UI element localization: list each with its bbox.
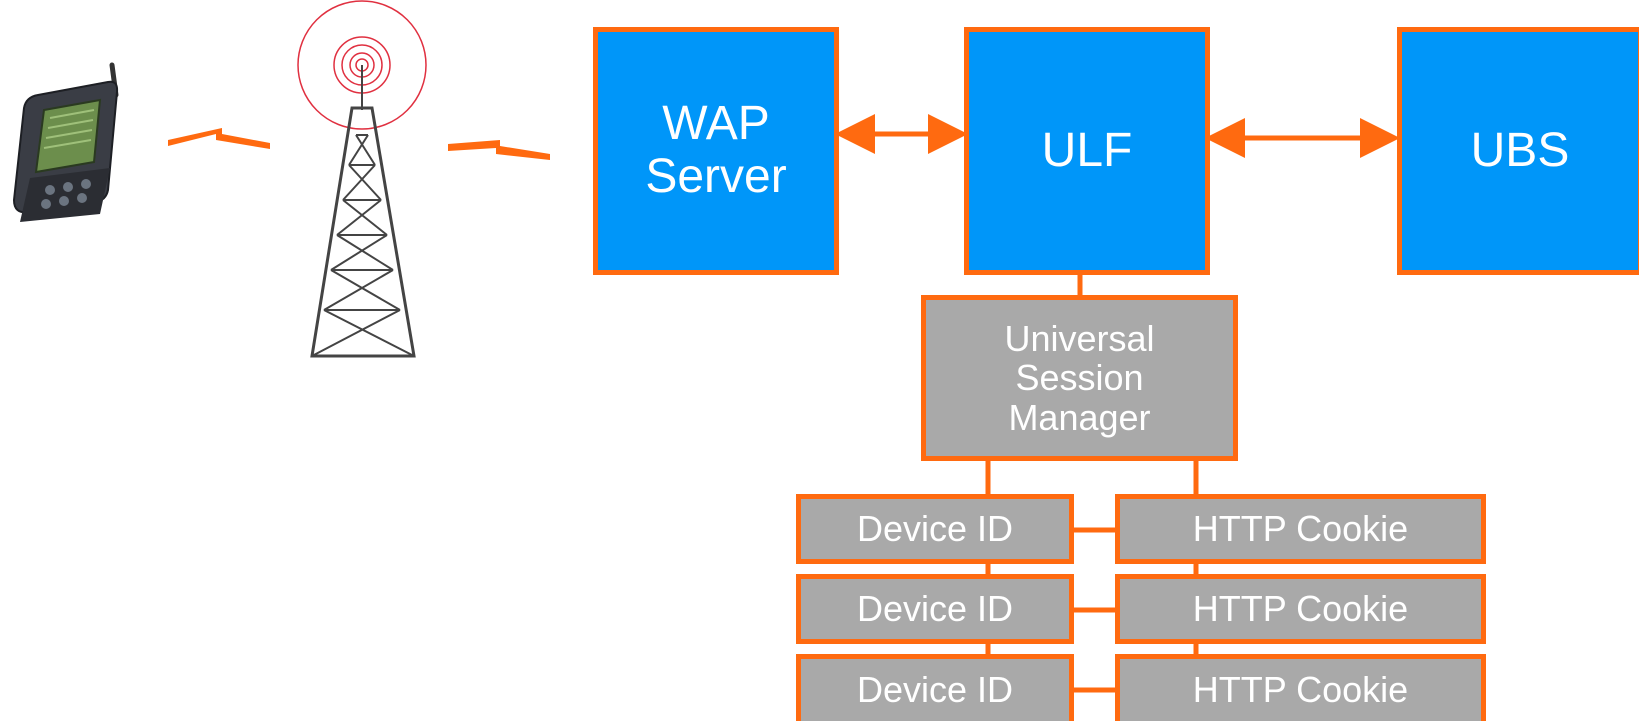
ulf-label: ULF: [1041, 123, 1133, 177]
session-manager-line1: Universal: [1004, 317, 1155, 359]
device-id-box: Device ID: [796, 494, 1074, 564]
session-manager-line3: Manager: [1008, 396, 1151, 438]
lightning-signal-icon: [448, 140, 550, 160]
http-cookie-box: HTTP Cookie: [1115, 574, 1486, 644]
wap-server-label-line1: WAP: [662, 97, 770, 151]
device-id-label: Device ID: [856, 669, 1014, 711]
http-cookie-label: HTTP Cookie: [1192, 508, 1409, 550]
session-manager-box: Universal Session Manager: [921, 295, 1238, 461]
ubs-box: UBS: [1397, 27, 1639, 275]
http-cookie-box: HTTP Cookie: [1115, 494, 1486, 564]
session-manager-line2: Session: [1015, 357, 1144, 399]
http-cookie-label: HTTP Cookie: [1192, 588, 1409, 630]
ulf-box: ULF: [964, 27, 1210, 275]
ubs-label: UBS: [1470, 123, 1570, 177]
device-id-box: Device ID: [796, 654, 1074, 721]
lightning-signal-icon: [168, 128, 270, 149]
http-cookie-box: HTTP Cookie: [1115, 654, 1486, 721]
wap-server-box: WAP Server: [593, 27, 839, 275]
radio-tower-icon: [297, 0, 427, 358]
wap-server-label-line2: Server: [645, 150, 787, 203]
device-id-label: Device ID: [856, 508, 1014, 550]
mobile-phone-icon: [12, 62, 119, 222]
device-id-label: Device ID: [856, 588, 1014, 630]
device-id-box: Device ID: [796, 574, 1074, 644]
http-cookie-label: HTTP Cookie: [1192, 669, 1409, 711]
